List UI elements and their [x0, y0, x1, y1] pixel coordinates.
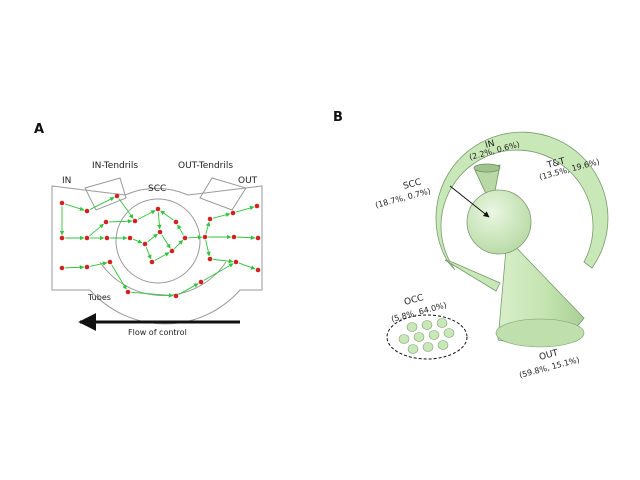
graph-edge [177, 224, 184, 236]
graph-node [207, 256, 213, 262]
label-b-occ: OCC [403, 293, 425, 308]
panel-b-letter: B [333, 110, 343, 125]
graph-node [84, 235, 90, 241]
graph-node [142, 241, 148, 247]
panel-a-edges [59, 197, 256, 298]
graph-node [231, 234, 237, 240]
label-in-tendrils: IN-Tendrils [92, 161, 138, 171]
graph-edge [237, 235, 256, 240]
graph-node [114, 193, 120, 199]
graph-edge [161, 234, 171, 249]
tt-ring [435, 131, 609, 271]
graph-node [107, 259, 113, 265]
graph-edge [205, 240, 211, 257]
graph-edge [90, 261, 108, 267]
graph-node [157, 229, 163, 235]
graph-edge [132, 238, 143, 244]
occ-blob [428, 330, 440, 340]
scc-pointer [449, 185, 490, 218]
panel-a: A IN IN-Tendrils SCC OUT-Tendrils OUT Tu… [34, 122, 263, 337]
occ-blob [413, 332, 425, 342]
graph-node [155, 206, 161, 212]
graph-node [84, 208, 90, 214]
occ-blob [407, 344, 419, 354]
occ-blob [436, 318, 448, 328]
label-b-scc-pct: (18.7%, 0.7%) [374, 186, 431, 209]
graph-edge [157, 212, 162, 230]
graph-node [202, 234, 208, 240]
graph-node [173, 219, 179, 225]
graph-edge [131, 291, 174, 298]
graph-edge [109, 219, 133, 224]
graph-edge [203, 263, 234, 281]
graph-edge [160, 210, 174, 221]
graph-edge [137, 210, 156, 220]
graph-edge [235, 205, 255, 213]
graph-node [127, 235, 133, 241]
graph-node [207, 216, 213, 222]
graph-edge [145, 246, 152, 260]
graph-node [255, 235, 261, 241]
out-cone-base [495, 318, 585, 348]
graph-edge [238, 262, 256, 270]
graph-edge [213, 258, 234, 264]
graph-node [182, 235, 188, 241]
graph-edge [64, 203, 85, 211]
label-out: OUT [238, 176, 258, 186]
graph-node [233, 259, 239, 265]
scc-sphere [466, 189, 532, 255]
occ-blob [443, 328, 455, 338]
graph-edge [154, 252, 170, 261]
graph-node [59, 265, 65, 271]
graph-edge [111, 264, 127, 290]
label-b-out: OUT [538, 348, 560, 363]
graph-node [84, 264, 90, 270]
graph-node [59, 200, 65, 206]
label-scc: SCC [148, 184, 166, 194]
graph-node [149, 259, 155, 265]
graph-edge [118, 198, 134, 219]
graph-edge [89, 197, 115, 210]
graph-node [230, 210, 236, 216]
label-out-tendrils: OUT-Tendrils [178, 161, 233, 171]
label-b-tt: T&T [545, 156, 566, 171]
occ-blob [437, 340, 449, 350]
graph-node [254, 203, 260, 209]
occ-blob [398, 334, 410, 344]
occ-ellipse [386, 314, 468, 360]
panel-a-nodes [59, 193, 261, 299]
graph-edge [212, 212, 231, 219]
graph-edge [147, 233, 158, 243]
graph-edge [205, 221, 211, 235]
in-funnel-top [473, 163, 501, 173]
label-in: IN [62, 176, 71, 186]
label-tubes: Tubes [87, 293, 111, 302]
graph-node [125, 289, 131, 295]
graph-node [59, 235, 65, 241]
graph-edge [89, 223, 104, 237]
label-b-in: IN [484, 139, 496, 151]
occ-components [398, 318, 455, 354]
label-flow: Flow of control [128, 328, 187, 337]
graph-node [132, 218, 138, 224]
panel-a-letter: A [34, 122, 44, 137]
graph-edge [178, 283, 199, 295]
graph-edge [173, 239, 184, 250]
graph-edge [65, 265, 85, 270]
graph-edge [188, 235, 203, 240]
occ-blob [406, 322, 418, 332]
occ-blob [421, 320, 433, 330]
occ-blob [422, 342, 434, 352]
panel-b: B IN (2.2%, 0.6%) T&T (13.5%, 19.6%) SCC… [333, 110, 609, 380]
bowtie-outline [51, 177, 263, 325]
graph-node [104, 235, 110, 241]
graph-node [198, 279, 204, 285]
graph-node [255, 267, 261, 273]
graph-node [169, 248, 175, 254]
label-b-scc: SCC [402, 178, 422, 192]
graph-node [103, 219, 109, 225]
tt-ring-lower [444, 259, 501, 292]
graph-node [173, 293, 179, 299]
